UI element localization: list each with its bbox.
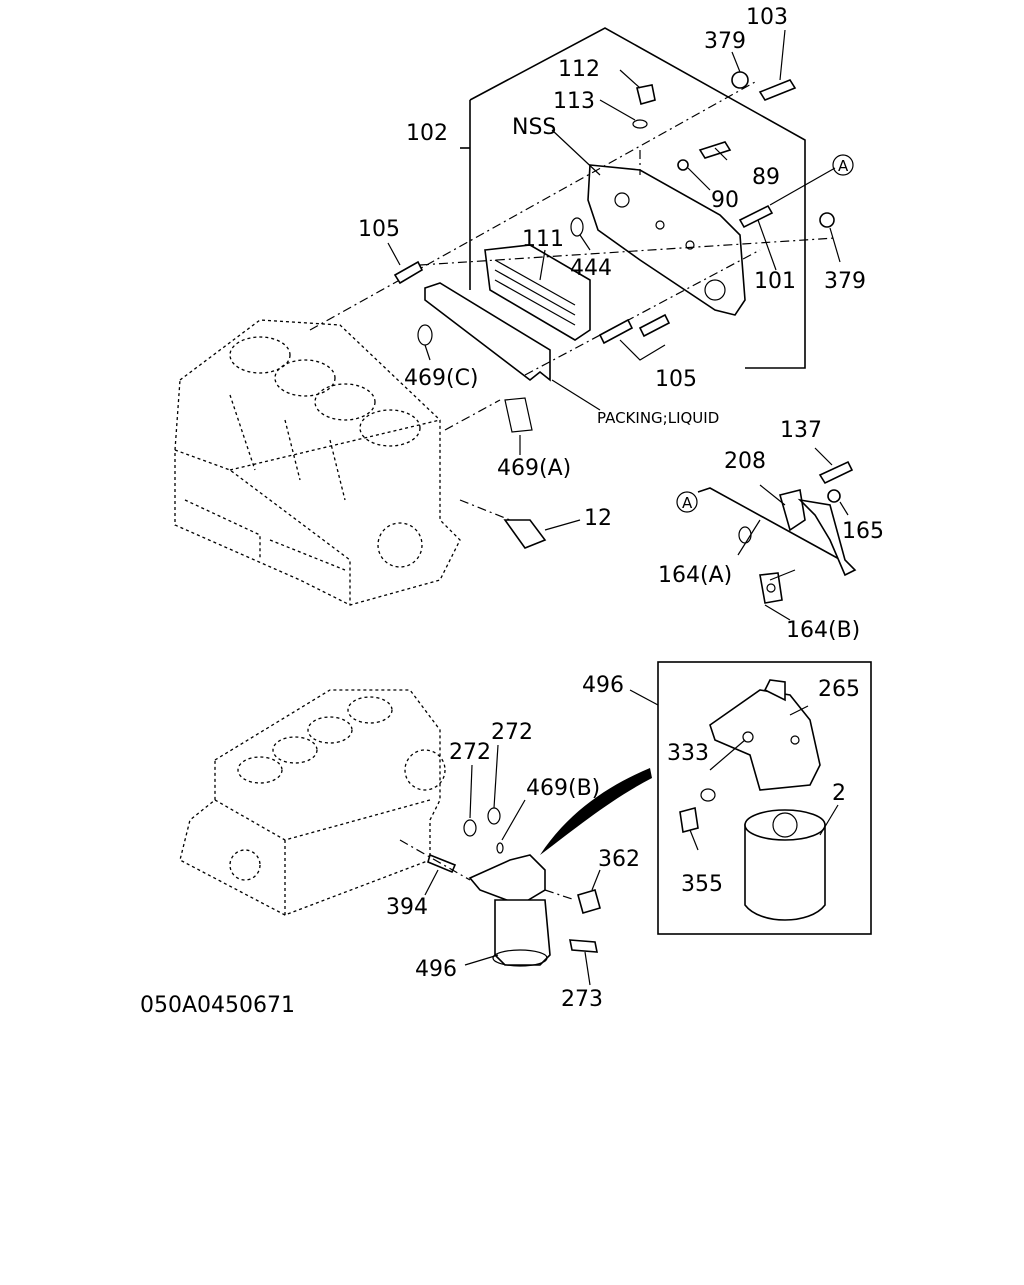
callout-nss: NSS bbox=[512, 115, 556, 140]
callout-333: 333 bbox=[667, 741, 709, 766]
reference-a-circle-bottom bbox=[676, 491, 698, 513]
callout-labels: 103 379 112 113 NSS 102 89 90 A 105 111 … bbox=[140, 5, 884, 1018]
callout-208: 208 bbox=[724, 449, 766, 474]
reference-a-circle-top bbox=[832, 154, 854, 176]
oil-filter-assembly-lower bbox=[399, 744, 601, 986]
callout-101: 101 bbox=[754, 269, 796, 294]
callout-272-a: 272 bbox=[449, 740, 491, 765]
oil-cooler-element bbox=[484, 244, 591, 341]
callout-105-left: 105 bbox=[358, 217, 400, 242]
callout-164b: 164(B) bbox=[786, 618, 860, 643]
callout-a-top: A bbox=[838, 157, 849, 175]
callout-113: 113 bbox=[553, 89, 595, 114]
callout-2: 2 bbox=[832, 781, 846, 806]
callout-469b: 469(B) bbox=[526, 776, 600, 801]
callout-12: 12 bbox=[584, 506, 612, 531]
callout-444: 444 bbox=[570, 256, 612, 281]
callout-469c: 469(C) bbox=[404, 366, 479, 391]
callout-273: 273 bbox=[561, 987, 603, 1012]
diagram-code: 050A0450671 bbox=[140, 993, 295, 1018]
callout-164a: 164(A) bbox=[658, 563, 732, 588]
oil-cooler-cover bbox=[587, 164, 746, 316]
callout-137: 137 bbox=[780, 418, 822, 443]
callout-496-bottom: 496 bbox=[415, 957, 457, 982]
callout-102: 102 bbox=[406, 121, 448, 146]
engine-block-lower bbox=[179, 689, 446, 916]
callout-90: 90 bbox=[711, 188, 739, 213]
callout-165: 165 bbox=[842, 519, 884, 544]
callout-379-right: 379 bbox=[824, 269, 866, 294]
callout-103: 103 bbox=[746, 5, 788, 30]
callout-394: 394 bbox=[386, 895, 428, 920]
callout-355: 355 bbox=[681, 872, 723, 897]
liquid-packing-gasket bbox=[424, 282, 551, 382]
callout-362: 362 bbox=[598, 847, 640, 872]
engine-block-upper bbox=[174, 319, 461, 606]
cooler-assembly-frame bbox=[460, 27, 806, 369]
callout-a-bottom: A bbox=[682, 494, 693, 512]
callout-105-bottom: 105 bbox=[655, 367, 697, 392]
callout-265: 265 bbox=[818, 677, 860, 702]
callout-89: 89 bbox=[752, 165, 780, 190]
detail-box bbox=[629, 661, 872, 935]
detail-pointer bbox=[540, 768, 652, 855]
callout-272-b: 272 bbox=[491, 720, 533, 745]
leader-lines-upper bbox=[387, 29, 841, 531]
callout-packing-liquid: PACKING;LIQUID bbox=[597, 409, 719, 427]
oil-pipe-assembly bbox=[697, 447, 857, 621]
callout-469a: 469(A) bbox=[497, 456, 571, 481]
callout-111: 111 bbox=[522, 227, 564, 252]
callout-379-top: 379 bbox=[704, 29, 746, 54]
callout-496-top: 496 bbox=[582, 673, 624, 698]
small-parts-upper bbox=[393, 71, 835, 549]
callout-112: 112 bbox=[558, 57, 600, 82]
